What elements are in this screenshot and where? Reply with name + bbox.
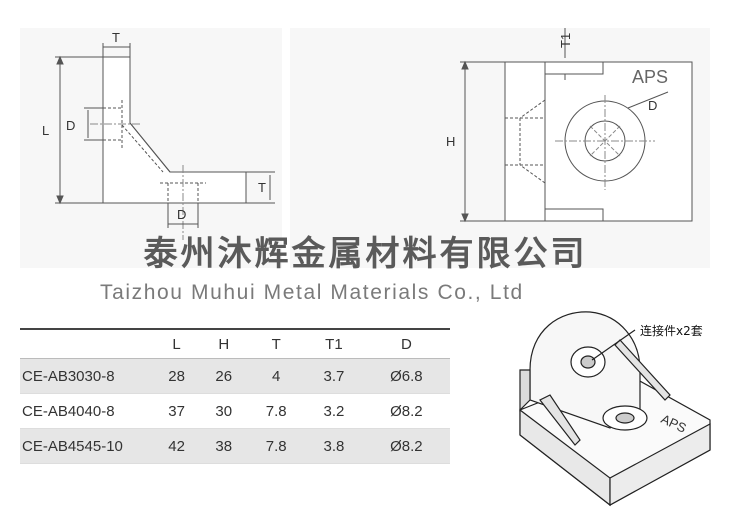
- brand-aps-side: APS: [632, 67, 668, 87]
- cell-T1: 3.8: [305, 428, 363, 464]
- callout-connector-set: 连接件x2套: [640, 324, 703, 338]
- table-row: CE-AB4040-8 37 30 7.8 3.2 Ø8.2: [20, 393, 450, 429]
- table-row: CE-AB4545-10 42 38 7.8 3.8 Ø8.2: [20, 428, 450, 464]
- cell-T: 7.8: [247, 428, 306, 464]
- cell-model: CE-AB3030-8: [20, 358, 153, 394]
- cell-L: 37: [153, 393, 201, 429]
- label-T-top: T: [112, 30, 120, 45]
- iso-bracket-drawing: APS: [519, 311, 711, 507]
- front-view-drawing: L T D D T: [42, 30, 275, 240]
- label-D-left: D: [66, 118, 75, 133]
- cell-T: 4: [247, 358, 306, 394]
- spec-table-header: L H T T1 D: [20, 328, 450, 359]
- table-row: CE-AB3030-8 28 26 4 3.7 Ø6.8: [20, 358, 450, 394]
- watermark-company-cn: 泰州沐辉金属材料有限公司: [143, 234, 588, 274]
- header-T1: T1: [305, 328, 363, 359]
- label-T-right: T: [258, 180, 266, 195]
- cell-L: 28: [153, 358, 201, 394]
- label-H: H: [446, 134, 455, 149]
- header-H: H: [200, 328, 248, 359]
- cell-model: CE-AB4545-10: [20, 428, 153, 464]
- cell-D: Ø8.2: [362, 393, 450, 429]
- cell-T1: 3.2: [305, 393, 363, 429]
- header-D: D: [362, 328, 450, 359]
- label-T1: T1: [558, 33, 573, 48]
- label-D-side: D: [648, 98, 657, 113]
- side-view-drawing: H T1 D APS: [446, 28, 693, 223]
- cell-model: CE-AB4040-8: [20, 393, 153, 429]
- cell-H: 26: [200, 358, 248, 394]
- cell-D: Ø6.8: [362, 358, 450, 394]
- cell-T: 7.8: [247, 393, 306, 429]
- header-T: T: [247, 328, 306, 359]
- spec-table: L H T T1 D CE-AB3030-8 28 26 4 3.7 Ø6.8 …: [20, 328, 450, 464]
- cell-D: Ø8.2: [362, 428, 450, 464]
- cell-L: 42: [153, 428, 201, 464]
- label-L: L: [42, 123, 49, 138]
- watermark-company-en: Taizhou Muhui Metal Materials Co., Ltd: [100, 281, 524, 304]
- cell-H: 38: [200, 428, 248, 464]
- header-L: L: [153, 328, 201, 359]
- header-model: [20, 328, 153, 359]
- label-D-bottom: D: [177, 207, 186, 222]
- cell-H: 30: [200, 393, 248, 429]
- cell-T1: 3.7: [305, 358, 363, 394]
